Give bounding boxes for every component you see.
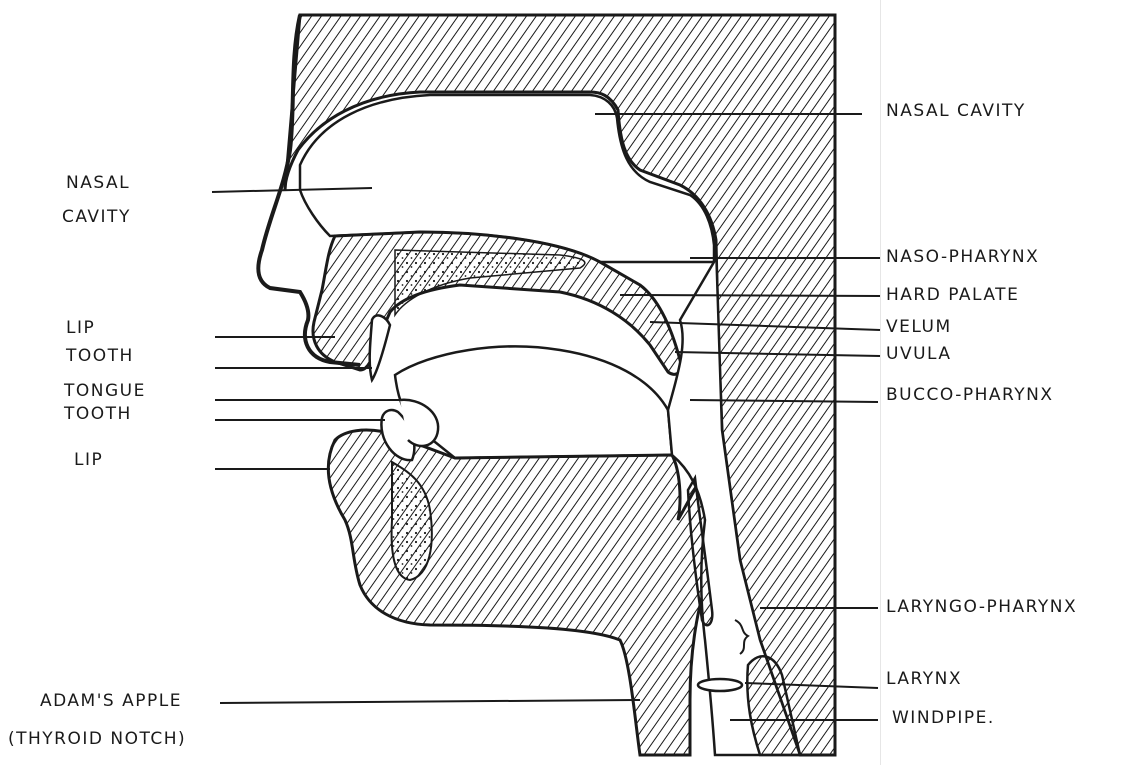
label-tooth-lower: TOOTH <box>64 403 132 425</box>
label-laryngo-pharynx: LARYNGO-PHARYNX <box>886 596 1077 618</box>
label-velum: VELUM <box>886 316 952 338</box>
label-uvula: UVULA <box>886 343 952 365</box>
label-naso-pharynx: NASO-PHARYNX <box>886 246 1039 268</box>
oral-cavity <box>395 346 672 458</box>
label-adams-apple: ADAM'S APPLE <box>40 690 182 712</box>
lower-jaw <box>328 430 712 755</box>
label-nasal-cavity-right: NASAL CAVITY <box>886 100 1026 122</box>
label-tooth-upper: TOOTH <box>66 345 134 367</box>
label-nasal-cavity-left-2: CAVITY <box>62 206 131 228</box>
vocal-cord <box>698 679 742 691</box>
label-larynx: LARYNX <box>886 668 962 690</box>
label-thyroid-notch: (THYROID NOTCH) <box>8 728 186 750</box>
upper-tooth <box>370 315 390 380</box>
label-windpipe: WINDPIPE. <box>892 707 995 729</box>
label-bucco-pharynx: BUCCO-PHARYNX <box>886 384 1053 406</box>
label-nasal-cavity-left-1: NASAL <box>66 172 130 194</box>
label-tongue: TONGUE <box>64 380 146 402</box>
label-lip-lower: LIP <box>74 449 103 471</box>
label-lip-upper: LIP <box>66 317 95 339</box>
label-hard-palate: HARD PALATE <box>886 284 1019 306</box>
